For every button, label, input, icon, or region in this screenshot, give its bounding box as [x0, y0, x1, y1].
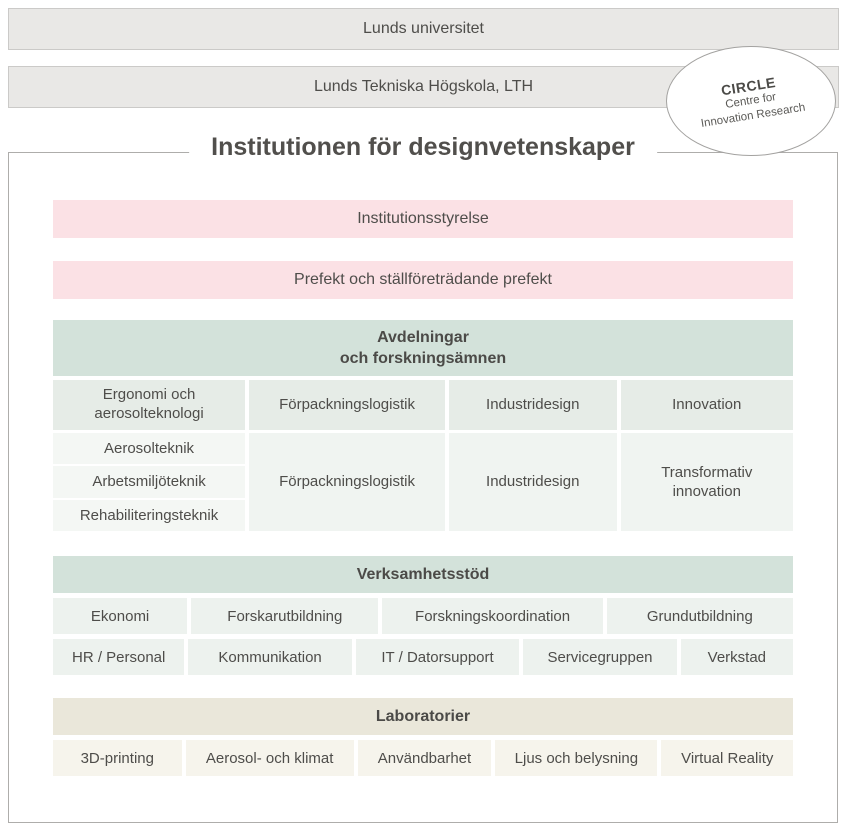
support-cell: Grundutbildning — [606, 598, 793, 634]
lab-cell: Virtual Reality — [661, 740, 793, 776]
labs-header: Laboratorier — [53, 698, 793, 735]
prefekt-bar-label: Prefekt och ställföreträdande prefekt — [294, 271, 552, 288]
labs-row: 3D-printing Aerosol- och klimat Användba… — [53, 740, 793, 776]
divisions-header: Avdelningar och forskningsämnen — [53, 320, 793, 376]
faculty-bar-label: Lunds Tekniska Högskola, LTH — [313, 78, 534, 95]
support-row-2: HR / Personal Kommunikation IT / Datorsu… — [53, 639, 793, 675]
division-cell: Ergonomi och aerosolteknologi — [53, 380, 246, 430]
support-cell: Kommunikation — [188, 639, 352, 675]
prefekt-bar: Prefekt och ställföreträdande prefekt — [53, 261, 793, 299]
lab-cell: Ljus och belysning — [495, 740, 658, 776]
department-box: Institutionen för designvetenskaper Inst… — [8, 133, 838, 823]
university-bar: Lunds universitet — [8, 8, 839, 50]
circle-centre-badge: CIRCLE Centre for Innovation Research — [666, 46, 836, 156]
support-cell: IT / Datorsupport — [355, 639, 520, 675]
subject-cell: Arbetsmiljöteknik — [53, 466, 246, 498]
division-cell: Industridesign — [448, 380, 617, 430]
department-title: Institutionen för designvetenskaper — [189, 133, 657, 162]
support-cell: Verkstad — [680, 639, 793, 675]
divisions-section: Avdelningar och forskningsämnen Ergonomi… — [53, 320, 793, 531]
support-cell: Forskarutbildning — [191, 598, 379, 634]
subject-stack: Aerosolteknik Arbetsmiljöteknik Rehabili… — [53, 433, 246, 531]
lab-cell: Användbarhet — [357, 740, 492, 776]
divisions-grid: Ergonomi och aerosolteknologi Aerosoltek… — [53, 380, 793, 531]
board-bar: Institutionsstyrelse — [53, 200, 793, 238]
support-header: Verksamhetsstöd — [53, 556, 793, 593]
subject-cell: Aerosolteknik — [53, 433, 246, 465]
division-column-forpackningslogistik: Förpackningslogistik Förpackningslogisti… — [249, 380, 445, 531]
lab-cell: 3D-printing — [53, 740, 182, 776]
divisions-header-line2: och forskningsämnen — [339, 350, 507, 367]
circle-badge-content: CIRCLE Centre for Innovation Research — [695, 70, 806, 132]
university-bar-label: Lunds universitet — [363, 20, 484, 37]
support-section: Verksamhetsstöd Ekonomi Forskarutbildnin… — [53, 556, 793, 675]
division-cell: Innovation — [620, 380, 793, 430]
division-column-industridesign: Industridesign Industridesign — [448, 380, 617, 531]
support-cell: Ekonomi — [53, 598, 188, 634]
divisions-header-line1: Avdelningar — [377, 328, 469, 346]
division-column-ergonomi: Ergonomi och aerosolteknologi Aerosoltek… — [53, 380, 246, 531]
support-cell: Servicegruppen — [523, 639, 677, 675]
board-bar-label: Institutionsstyrelse — [357, 210, 489, 227]
lab-cell: Aerosol- och klimat — [185, 740, 354, 776]
division-cell: Förpackningslogistik — [249, 380, 445, 430]
subject-cell: Industridesign — [448, 433, 617, 531]
subject-cell: Transformativ innovation — [620, 433, 793, 531]
support-row-1: Ekonomi Forskarutbildning Forskningskoor… — [53, 598, 793, 634]
division-column-innovation: Innovation Transformativ innovation — [620, 380, 793, 531]
support-cell: Forskningskoordination — [382, 598, 603, 634]
subject-cell: Rehabiliteringsteknik — [53, 499, 246, 531]
support-cell: HR / Personal — [53, 639, 185, 675]
labs-section: Laboratorier 3D-printing Aerosol- och kl… — [53, 698, 793, 776]
subject-cell: Förpackningslogistik — [249, 433, 445, 531]
